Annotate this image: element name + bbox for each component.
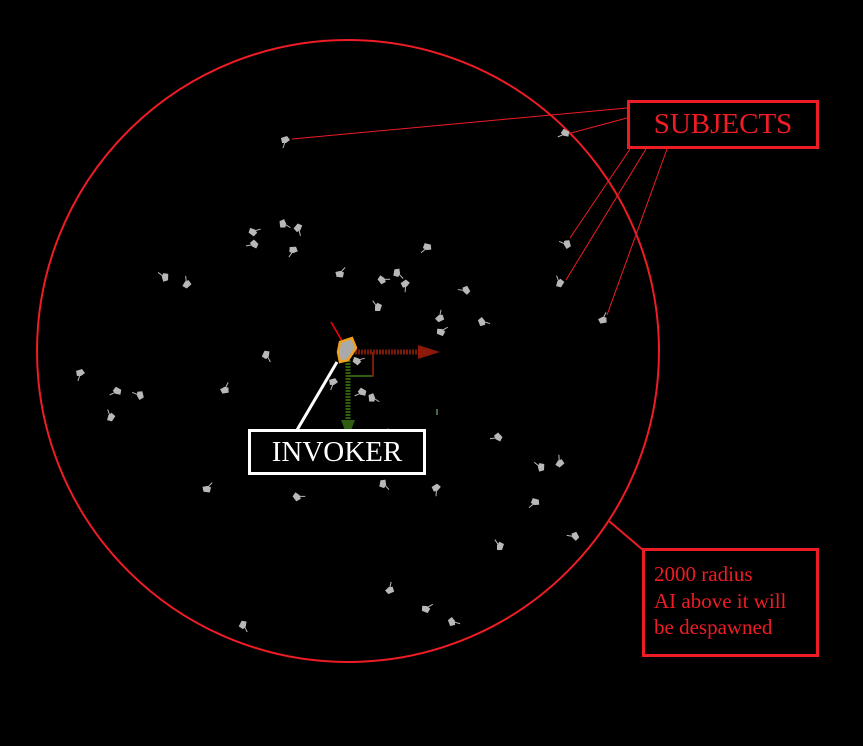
- npc-figure-icon[interactable]: [419, 241, 433, 256]
- npc-figure-icon[interactable]: [491, 538, 506, 552]
- npc-figure-icon[interactable]: [76, 369, 85, 382]
- radius-note-line: AI above it will: [654, 588, 787, 613]
- npc-figure-icon[interactable]: [532, 460, 546, 473]
- invoker-label: INVOKER: [248, 429, 426, 475]
- npc-figure-icon[interactable]: [552, 454, 565, 468]
- npc-figure-icon[interactable]: [551, 274, 566, 289]
- npc-figure-icon[interactable]: [489, 432, 504, 445]
- radius-note-line: 2000 radius: [654, 562, 753, 586]
- npc-figure-icon[interactable]: [156, 271, 170, 284]
- radius-note: 2000 radius AI above it will be despawne…: [642, 548, 819, 657]
- npc-figure-icon[interactable]: [420, 600, 435, 615]
- npc-figure-icon[interactable]: [287, 245, 299, 259]
- npc-figure-icon[interactable]: [556, 127, 571, 142]
- invoker-npc-icon[interactable]: [330, 321, 358, 364]
- npc-figure-icon[interactable]: [108, 385, 123, 400]
- npc-figure-icon[interactable]: [378, 478, 393, 492]
- npc-figure-icon[interactable]: [435, 323, 450, 338]
- subjects-label: SUBJECTS: [627, 100, 819, 149]
- npc-figure-icon[interactable]: [351, 352, 366, 366]
- npc-figure-icon[interactable]: [369, 299, 384, 313]
- npc-figure-icon[interactable]: [400, 279, 412, 293]
- despawn-radius-circle: [36, 39, 660, 663]
- npc-figure-icon[interactable]: [597, 311, 608, 324]
- npc-figure-icon[interactable]: [245, 239, 260, 252]
- npc-figure-icon[interactable]: [247, 223, 262, 237]
- npc-figure-icon[interactable]: [278, 218, 292, 229]
- npc-figure-icon[interactable]: [292, 490, 306, 502]
- npc-figure-icon[interactable]: [392, 267, 407, 281]
- npc-figure-icon[interactable]: [558, 239, 572, 249]
- npc-figure-icon[interactable]: [527, 496, 541, 511]
- npc-figure-icon[interactable]: [334, 265, 347, 280]
- npc-figure-icon[interactable]: [293, 222, 307, 237]
- npc-figure-icon[interactable]: [329, 378, 338, 391]
- move-gizmo-icon[interactable]: [341, 345, 440, 438]
- npc-figure-icon[interactable]: [367, 392, 381, 403]
- radius-note-line: be despawned: [654, 615, 773, 639]
- invoker-connector: [295, 361, 339, 431]
- npc-figure-icon[interactable]: [377, 273, 391, 285]
- npc-figure-icon[interactable]: [384, 581, 395, 595]
- npc-figure-icon[interactable]: [132, 390, 145, 400]
- npc-figure-icon[interactable]: [179, 275, 192, 290]
- npc-figure-icon[interactable]: [201, 480, 214, 495]
- npc-figure-icon[interactable]: [447, 617, 461, 627]
- npc-figure-icon[interactable]: [457, 285, 471, 296]
- subjects-connectors: [291, 107, 668, 316]
- npc-figure-icon[interactable]: [260, 349, 275, 364]
- radius-connector: [608, 520, 644, 551]
- npc-figure-icon[interactable]: [434, 309, 445, 323]
- npc-figure-icon[interactable]: [353, 386, 368, 401]
- npc-figure-icon[interactable]: [477, 317, 491, 327]
- npc-figure-icon[interactable]: [566, 531, 580, 542]
- npc-figure-icon[interactable]: [102, 408, 116, 423]
- npc-figure-icon[interactable]: [281, 136, 290, 149]
- npc-figure-icon[interactable]: [431, 483, 443, 497]
- npc-figure-icon[interactable]: [237, 619, 252, 634]
- subjects-group: [76, 127, 608, 634]
- npc-figure-icon[interactable]: [219, 381, 230, 394]
